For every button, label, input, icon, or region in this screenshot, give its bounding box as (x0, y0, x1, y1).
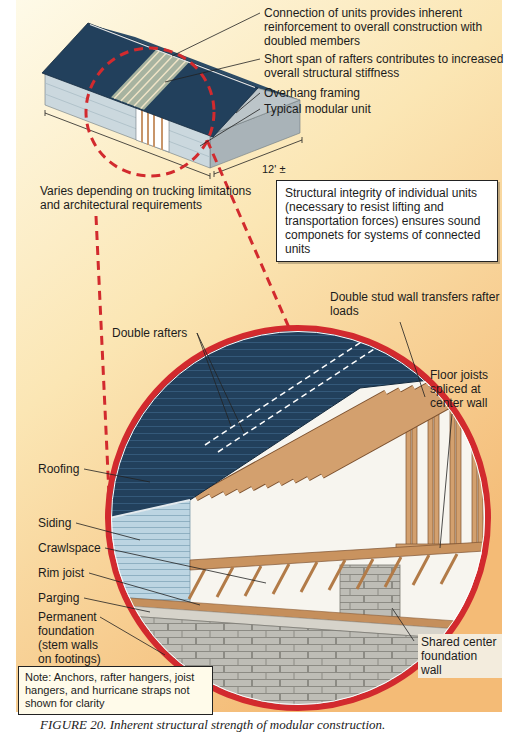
leader-line (392, 608, 414, 641)
double-stud-wall (472, 406, 477, 546)
leader-line (100, 617, 165, 655)
callout-text: Typical modular unit (264, 102, 371, 116)
leader-line (197, 333, 244, 433)
leader-line (172, 13, 260, 56)
part-label: Double rafters (112, 326, 187, 340)
callout-text: Connection of units provides inherent re… (264, 6, 506, 48)
floor-joist (189, 554, 457, 599)
house-drawing (42, 23, 300, 168)
callout-text: Overhang framing (264, 86, 360, 100)
dimension-label: Varies depending on trucking limitations… (40, 184, 265, 212)
note-box: Structural integrity of individual units… (276, 180, 498, 262)
double-stud-wall (434, 406, 439, 546)
leader-line (200, 109, 260, 146)
leader-line (165, 59, 260, 82)
callout-text: Short span of rafters contributes to inc… (264, 52, 506, 80)
part-label: Floor joists spliced at center wall (430, 368, 506, 410)
magnifier-link (96, 216, 109, 495)
part-label: Roofing (38, 462, 79, 476)
part-label: Permanent foundation (stem walls on foot… (38, 610, 110, 666)
leader-line (76, 523, 140, 540)
part-label: Siding (38, 516, 71, 530)
leader-line (76, 13, 452, 655)
figure-caption: FIGURE 20. Inherent structural strength … (40, 717, 385, 732)
house-drawing (42, 23, 258, 137)
note-box: Note: Anchors, rafter hangers, joist han… (18, 666, 213, 715)
leader-line (400, 322, 425, 397)
part-label: Parging (38, 591, 79, 605)
leader-line (440, 414, 452, 548)
dimension-label: 12' ± (262, 162, 285, 176)
dimension-line (214, 137, 302, 177)
house-drawing (111, 50, 189, 110)
part-label: Crawlspace (38, 541, 101, 555)
floor-deck (190, 541, 500, 570)
box-text: Structural integrity of individual units… (285, 186, 489, 256)
dimension-line (45, 110, 210, 179)
part-label: Rim joist (38, 566, 84, 580)
fascia (100, 500, 190, 520)
leader-line (236, 93, 260, 113)
leader-line (105, 548, 266, 583)
box-text: Note: Anchors, rafter hangers, joist han… (25, 671, 206, 710)
leader-line (84, 469, 150, 482)
roof (100, 300, 500, 520)
section-detail (100, 300, 512, 720)
double-stud-wall (428, 406, 433, 546)
part-label: Shared center foundation wall (418, 634, 502, 678)
leader-line (84, 598, 150, 612)
double-rafter-line (205, 333, 388, 452)
callout-text: Double stud wall transfers rafter loads (330, 290, 500, 318)
dimension-line (45, 110, 302, 179)
magnifier-link (86, 48, 214, 176)
leader-line (89, 573, 200, 605)
